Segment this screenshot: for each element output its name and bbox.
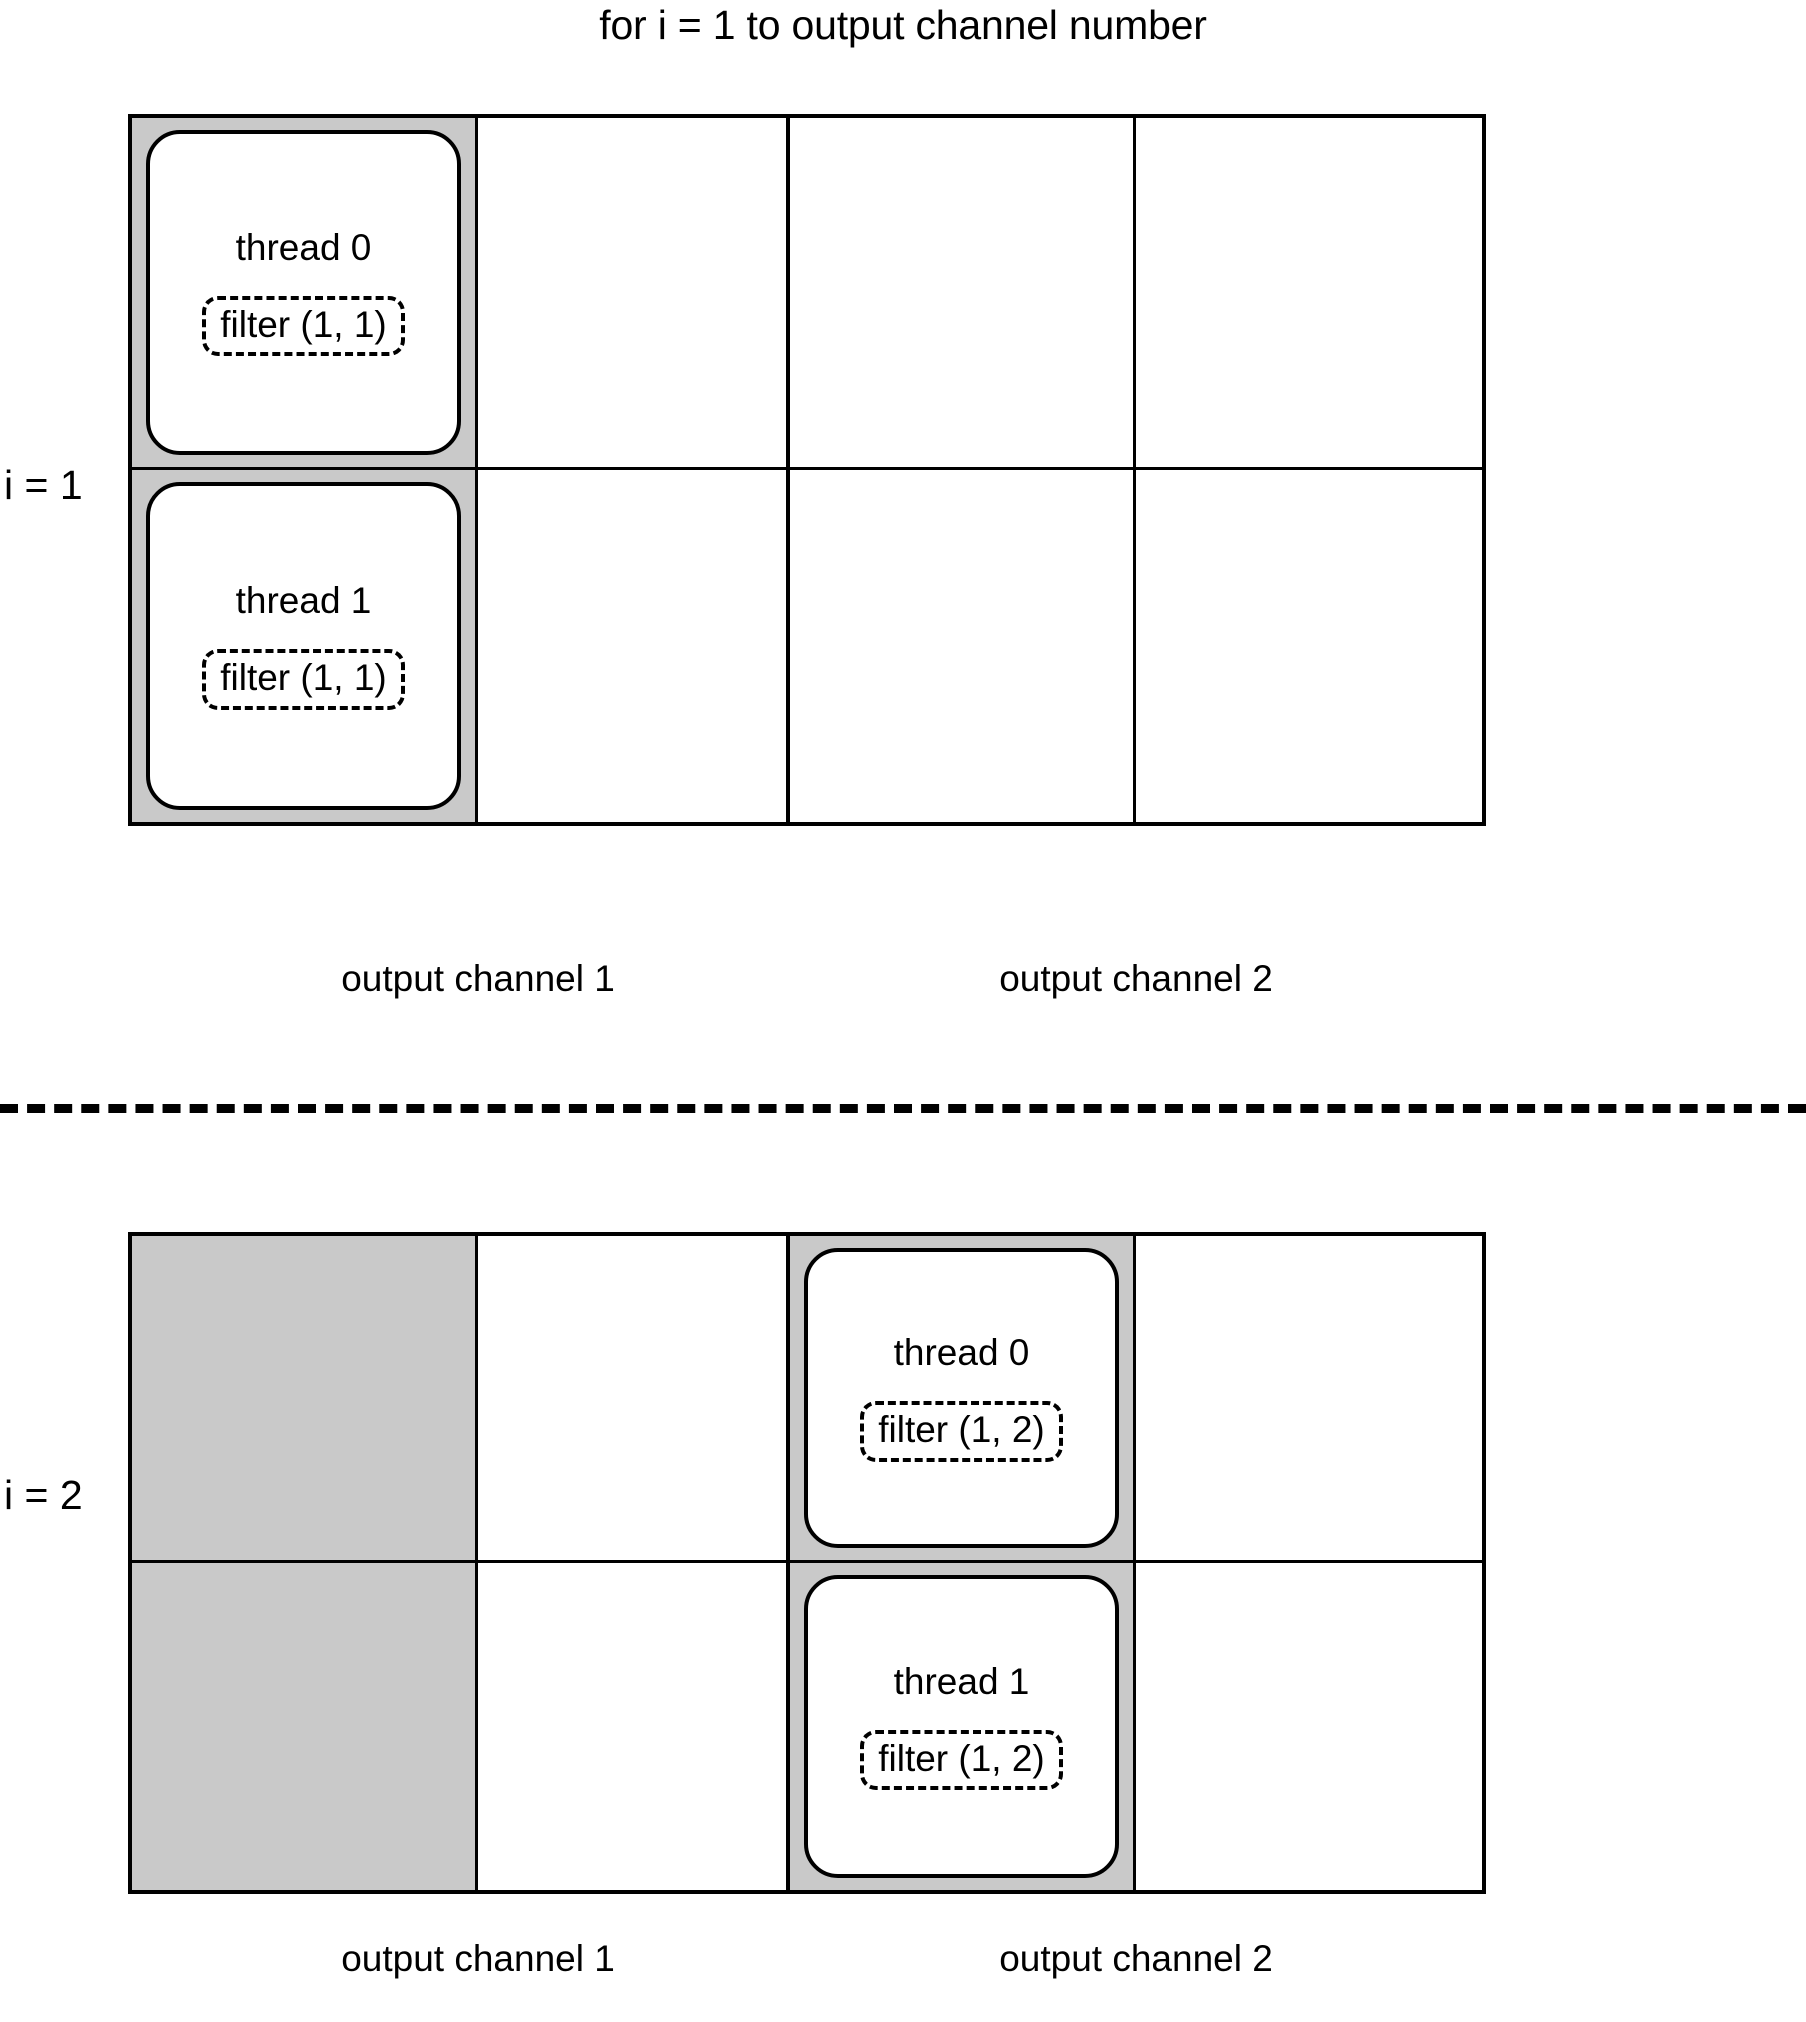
filter-box: filter (1, 2) — [860, 1401, 1063, 1462]
grid-cell[interactable]: thread 0 filter (1, 2) — [790, 1236, 1136, 1563]
thread-label: thread 1 — [235, 580, 372, 622]
filter-box: filter (1, 1) — [202, 295, 405, 357]
row-label-i1: i = 1 — [4, 462, 83, 508]
grid-cell[interactable] — [1136, 1563, 1482, 1890]
section-divider — [0, 1104, 1806, 1113]
row-label-i2: i = 2 — [4, 1472, 83, 1518]
filter-box: filter (1, 2) — [860, 1729, 1063, 1791]
grid-cell[interactable] — [790, 470, 1136, 822]
grid-cell[interactable] — [1136, 118, 1482, 470]
panel-caption: output channel 2 — [999, 958, 1273, 999]
thread-card[interactable]: thread 0 filter (1, 2) — [804, 1248, 1119, 1548]
thread-card[interactable]: thread 1 filter (1, 1) — [146, 482, 461, 810]
panel-caption: output channel 1 — [341, 958, 615, 999]
grid-cell[interactable] — [1136, 1236, 1482, 1563]
grid-cell[interactable] — [478, 470, 824, 822]
grid-cell[interactable] — [132, 1563, 478, 1890]
grid-cell[interactable] — [132, 1236, 478, 1563]
grid-cell[interactable]: thread 1 filter (1, 2) — [790, 1563, 1136, 1890]
thread-label: thread 1 — [893, 1660, 1030, 1702]
grid-cell[interactable]: thread 1 filter (1, 1) — [132, 470, 478, 822]
page-title: for i = 1 to output channel number — [599, 2, 1207, 48]
thread-label: thread 0 — [235, 226, 372, 268]
output-channel-grid: thread 0 filter (1, 1) thread 1 filter (… — [128, 114, 828, 826]
output-channel-grid: thread 0 filter (1, 2) thread 1 filter (… — [786, 1232, 1486, 1894]
output-channel-grid — [786, 114, 1486, 826]
grid-cell[interactable] — [478, 118, 824, 470]
output-channel-grid — [128, 1232, 828, 1894]
panel-caption: output channel 1 — [341, 1938, 615, 1979]
filter-box: filter (1, 1) — [202, 649, 405, 710]
grid-cell[interactable] — [1136, 470, 1482, 822]
panel-caption: output channel 2 — [999, 1938, 1273, 1979]
grid-cell[interactable] — [478, 1236, 824, 1563]
thread-card[interactable]: thread 0 filter (1, 1) — [146, 130, 461, 455]
grid-cell[interactable] — [790, 118, 1136, 470]
grid-cell[interactable]: thread 0 filter (1, 1) — [132, 118, 478, 470]
grid-cell[interactable] — [478, 1563, 824, 1890]
thread-card[interactable]: thread 1 filter (1, 2) — [804, 1575, 1119, 1878]
thread-label: thread 0 — [893, 1332, 1030, 1374]
